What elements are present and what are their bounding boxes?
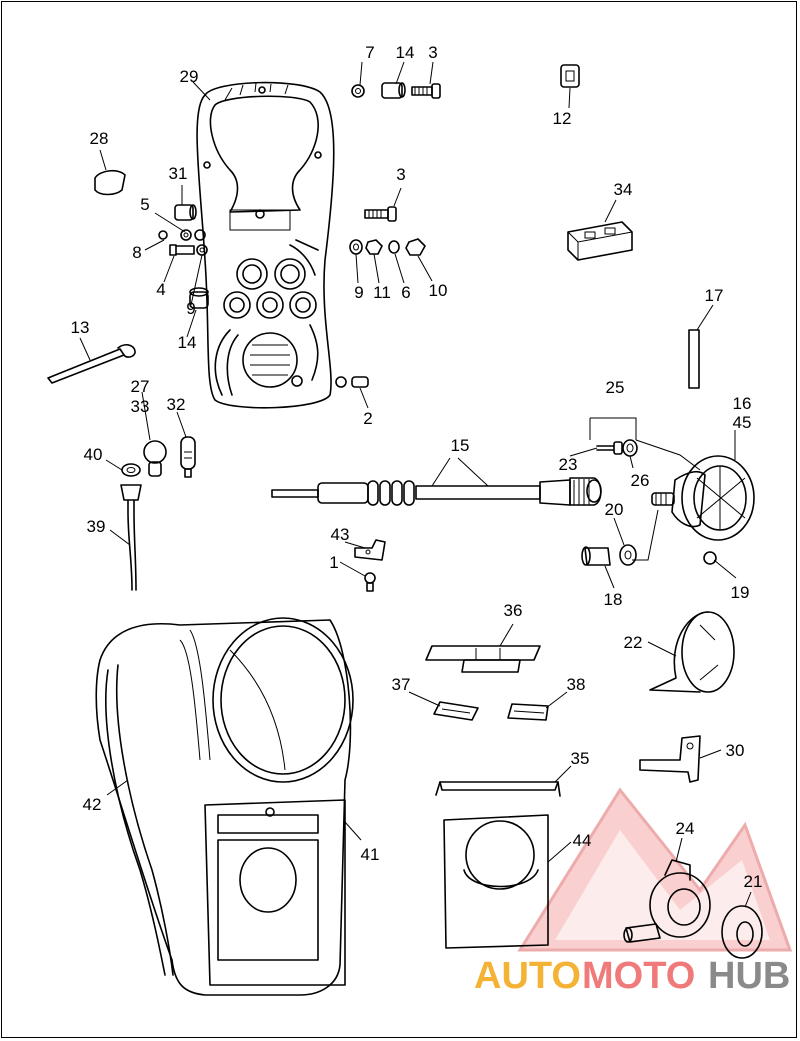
callout-14-left: 14 [178, 333, 197, 352]
bulb-32 [180, 436, 196, 478]
fitting-18-20 [581, 544, 637, 566]
callout-44: 44 [573, 831, 592, 850]
callout-10: 10 [429, 281, 448, 300]
screw-3-top [411, 83, 441, 99]
callout-38: 38 [567, 675, 586, 694]
callout-13: 13 [71, 318, 90, 337]
callout-33: 33 [131, 397, 150, 416]
callout-1: 1 [329, 553, 338, 572]
callout-24: 24 [676, 819, 695, 838]
callout-25: 25 [606, 378, 625, 397]
callout-32: 32 [167, 395, 186, 414]
bulb-socket-12 [560, 64, 580, 88]
callout-7: 7 [365, 43, 374, 62]
callout-29: 29 [180, 67, 199, 86]
panel-44 [443, 814, 549, 949]
callout-9-left: 9 [186, 299, 195, 318]
small-hardware-left [158, 229, 208, 256]
callout-21: 21 [744, 872, 763, 891]
housing-41-42 [95, 617, 354, 996]
callout-40: 40 [84, 445, 103, 464]
washer-21 [721, 905, 763, 959]
callout-36: 36 [504, 601, 523, 620]
nut-washer-stack [349, 238, 426, 256]
cover-22 [649, 611, 735, 693]
callout-27: 27 [131, 377, 150, 396]
socket-40-39 [120, 463, 142, 591]
callout-9-right: 9 [354, 283, 363, 302]
callout-8: 8 [132, 243, 141, 262]
callout-18: 18 [604, 590, 623, 609]
bulb-33 [143, 440, 167, 477]
callout-39: 39 [87, 517, 106, 536]
screw-23 [596, 441, 623, 455]
bracket-30 [639, 735, 701, 783]
callout-23: 23 [559, 455, 578, 474]
callout-22: 22 [624, 633, 643, 652]
callout-17: 17 [705, 286, 724, 305]
callout-numbers: 7 14 3 29 12 28 31 3 34 5 8 4 9 14 9 11 … [71, 43, 763, 891]
callout-3-top: 3 [428, 43, 437, 62]
bracket-43 [354, 539, 386, 561]
watermark-hub: HUB [708, 955, 790, 997]
screw-1 [364, 572, 376, 592]
callout-42: 42 [83, 795, 102, 814]
callout-35: 35 [571, 749, 590, 768]
callout-31: 31 [169, 164, 188, 183]
drive-unit-24 [623, 859, 711, 943]
watermark-moto: MOTO [582, 955, 695, 997]
cap-28 [94, 169, 126, 196]
clip-35 [435, 781, 561, 797]
callout-12: 12 [553, 109, 572, 128]
strip-17 [688, 329, 700, 389]
callout-28: 28 [90, 129, 109, 148]
washer-screw-2 [335, 376, 369, 388]
callout-45: 45 [733, 413, 752, 432]
cable-tie-13 [47, 344, 136, 384]
watermark-auto: AUTO [474, 955, 581, 997]
speedo-cable-15 [271, 477, 602, 506]
nameplate-37 [433, 701, 479, 721]
callout-11: 11 [373, 283, 391, 302]
callout-5: 5 [140, 195, 149, 214]
instrument-bracket-29 [196, 81, 335, 409]
grommet-26 [622, 439, 638, 457]
callout-6: 6 [401, 283, 410, 302]
nameplate-36 [425, 645, 541, 673]
callout-34: 34 [614, 180, 633, 199]
callout-26: 26 [631, 471, 650, 490]
callout-37: 37 [392, 675, 411, 694]
callout-3-mid: 3 [396, 165, 405, 184]
callout-4: 4 [156, 280, 165, 299]
callout-14-top: 14 [396, 43, 415, 62]
automotohub-watermark: AUTO MOTO HUB [474, 955, 790, 997]
callout-20: 20 [605, 500, 624, 519]
callout-43: 43 [331, 525, 350, 544]
speedometer-16-45 [651, 455, 755, 565]
spacer-31 [174, 204, 197, 221]
switch-34 [567, 221, 633, 261]
spacer-14-left [189, 287, 209, 309]
leader-lines [79, 61, 752, 908]
callout-19: 19 [731, 583, 750, 602]
screw-3-mid [364, 206, 397, 222]
automotohub-logo-mark [517, 787, 793, 952]
callout-30: 30 [726, 741, 745, 760]
callout-16: 16 [733, 394, 752, 413]
spacer-14-top [381, 82, 406, 99]
callout-15: 15 [451, 436, 470, 455]
nameplate-38 [507, 703, 549, 721]
callout-41: 41 [361, 845, 380, 864]
washer-7 [351, 84, 365, 98]
callout-2: 2 [363, 409, 372, 428]
